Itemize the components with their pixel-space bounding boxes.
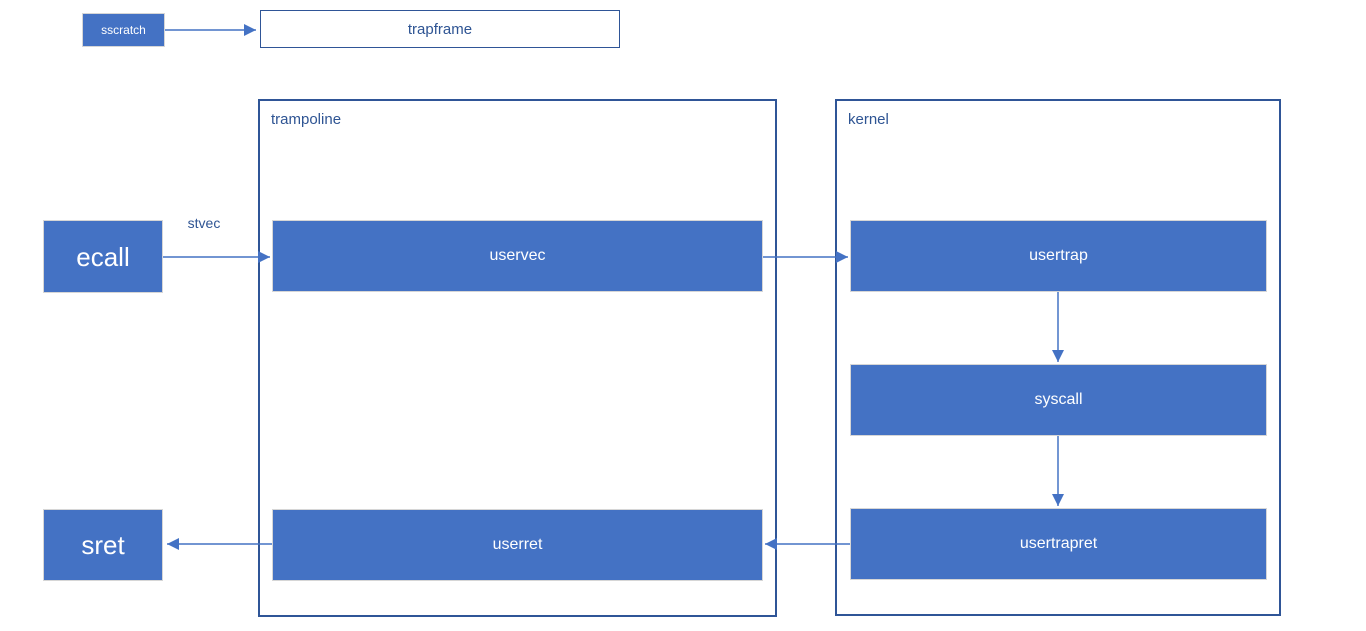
node-trapframe: trapframe xyxy=(260,10,620,48)
node-usertrap: usertrap xyxy=(850,220,1267,292)
node-usertrap-label: usertrap xyxy=(1029,247,1088,264)
node-sret: sret xyxy=(43,509,163,581)
node-usertrapret: usertrapret xyxy=(850,508,1267,580)
node-uservec: uservec xyxy=(272,220,763,292)
node-ecall-label: ecall xyxy=(76,241,130,272)
node-ecall: ecall xyxy=(43,220,163,293)
node-usertrapret-label: usertrapret xyxy=(1019,535,1098,552)
node-trapframe-label: trapframe xyxy=(407,20,473,38)
container-trampoline: trampoline xyxy=(258,99,777,617)
node-userret: userret xyxy=(272,509,763,581)
node-sscratch-label: sscratch xyxy=(101,23,146,37)
node-userret-label: userret xyxy=(492,536,543,553)
node-sscratch: sscratch xyxy=(82,13,165,47)
container-kernel: kernel xyxy=(835,99,1281,616)
container-kernel-label: kernel xyxy=(848,111,889,128)
edge-label-stvec: stvec xyxy=(187,215,221,231)
node-syscall-label: syscall xyxy=(1034,391,1083,408)
container-trampoline-label: trampoline xyxy=(271,111,342,128)
node-syscall: syscall xyxy=(850,364,1267,436)
node-sret-label: sret xyxy=(81,530,125,560)
node-uservec-label: uservec xyxy=(489,247,546,264)
